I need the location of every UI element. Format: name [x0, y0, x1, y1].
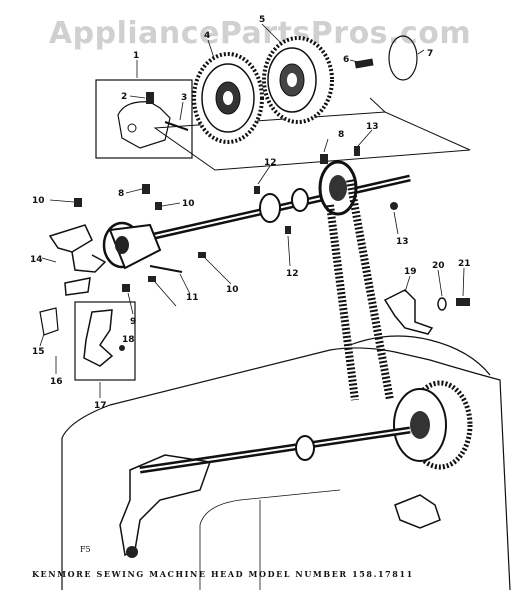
lower-hook-assembly — [119, 454, 212, 558]
callout-12-upper: 12 — [264, 158, 277, 168]
set-screw-part-10c — [198, 252, 206, 258]
set-screw-part-12a — [254, 186, 260, 194]
callout-16: 16 — [50, 377, 63, 387]
upper-shaft-pulley — [318, 160, 358, 216]
callout-13-lower: 13 — [396, 237, 409, 247]
leader-lines — [39, 23, 465, 398]
lower-shaft — [139, 426, 411, 474]
motor-bracket-part — [117, 92, 189, 149]
callout-8-left: 8 — [118, 189, 124, 199]
diagram-caption: KENMORE SEWING MACHINE HEAD MODEL NUMBER… — [32, 569, 414, 579]
callout-5: 5 — [259, 15, 265, 25]
set-screw-part-8a — [142, 184, 150, 194]
callout-6: 6 — [343, 55, 349, 65]
lower-right-bracket — [394, 494, 441, 529]
set-screw-part-10b — [155, 202, 162, 210]
callout-14: 14 — [30, 255, 43, 265]
presser-bar-part — [83, 309, 125, 367]
callout-19: 19 — [404, 267, 417, 277]
callout-8-upper: 8 — [338, 130, 344, 140]
set-screw-part-13b — [390, 202, 398, 210]
callout-10-mid: 10 — [182, 199, 195, 209]
set-screw-part-13a — [354, 146, 360, 156]
callout-1: 1 — [133, 51, 139, 61]
pin-part-11 — [149, 265, 183, 273]
machine-body-outline — [61, 335, 511, 591]
crank-counterweight — [102, 221, 162, 270]
set-screw-part-9 — [122, 284, 130, 292]
set-screw-part-10d — [148, 276, 156, 282]
timing-belt — [326, 179, 394, 401]
callout-21: 21 — [458, 259, 471, 269]
gear-part-5 — [262, 36, 334, 124]
callout-7: 7 — [427, 49, 433, 59]
callout-10-lower: 10 — [226, 285, 239, 295]
shaft-collar — [259, 188, 309, 223]
part17-detail-box — [74, 301, 136, 381]
figure-code: F5 — [80, 545, 91, 554]
callout-11: 11 — [186, 293, 199, 303]
callout-9: 9 — [130, 317, 136, 327]
callout-17: 17 — [94, 401, 107, 411]
machine-lower-panel — [199, 489, 341, 590]
callout-20: 20 — [432, 261, 445, 271]
callout-labels: 1 2 3 4 5 6 7 8 13 12 10 8 10 14 11 9 10… — [30, 15, 471, 411]
washer-part-20 — [437, 297, 447, 311]
set-screw-part-12b — [285, 226, 291, 234]
screw-part-6 — [354, 58, 374, 69]
callout-18: 18 — [122, 335, 135, 345]
set-screw-part-10a — [74, 198, 82, 207]
callout-4: 4 — [204, 31, 210, 41]
gear-part-4 — [192, 52, 264, 144]
part1-detail-box — [95, 79, 193, 159]
needle-bar-assembly-14 — [48, 224, 107, 296]
callout-3: 3 — [181, 93, 187, 103]
part-15 — [39, 307, 59, 336]
bracket-part-19 — [383, 289, 434, 335]
callout-10-left: 10 — [32, 196, 45, 206]
callout-13-upper: 13 — [366, 122, 379, 132]
cover-disc-part-7 — [388, 35, 418, 81]
set-screw-part-8b — [320, 154, 328, 164]
lower-pulley — [393, 380, 473, 470]
callout-15: 15 — [32, 347, 45, 357]
callout-12-lower: 12 — [286, 269, 299, 279]
screw-part-21 — [456, 298, 470, 306]
callout-2: 2 — [121, 92, 127, 102]
